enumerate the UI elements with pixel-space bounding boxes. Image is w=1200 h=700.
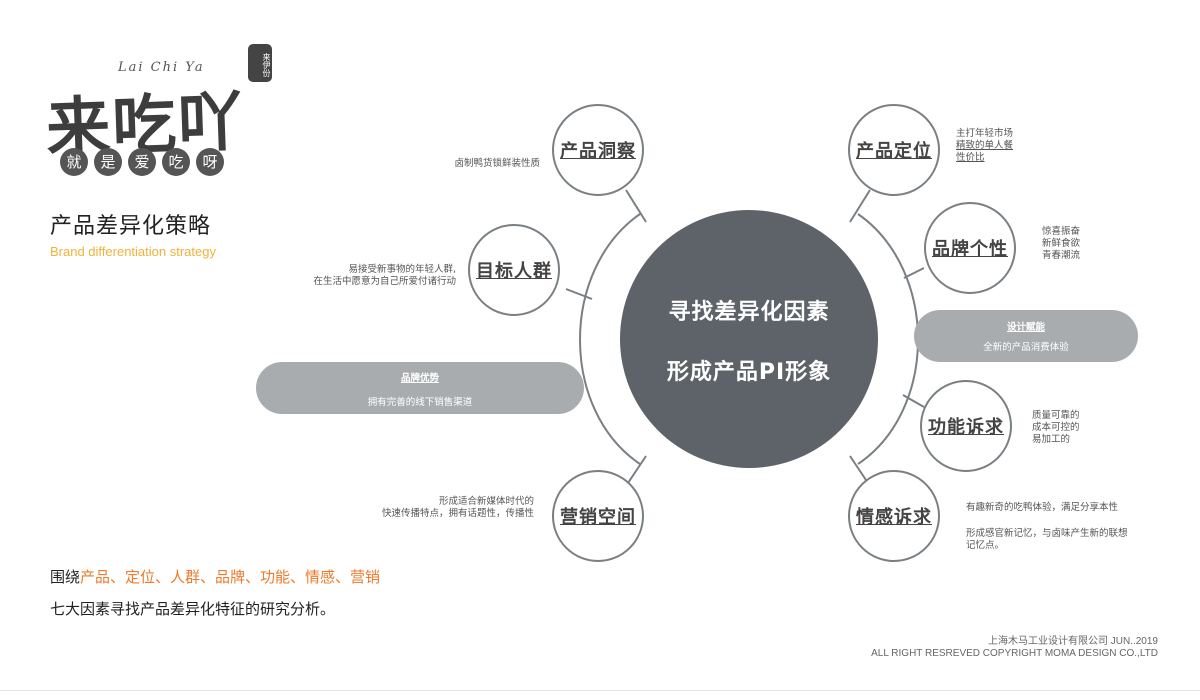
note-line: 易接受新事物的年轻人群, (348, 264, 456, 275)
slogan-char: 吃 (162, 148, 190, 176)
pill-title: 品牌优势 (400, 373, 439, 384)
copyright-company: 上海木马工业设计有限公司 JUN..2019 (987, 636, 1158, 647)
center-line-2: 形成产品PI形象 (666, 360, 832, 385)
node-label: 产品定位 (856, 141, 932, 162)
note-line: 形成适合新媒体时代的 (438, 496, 534, 507)
logo-seal: 来伊份 (248, 44, 272, 82)
note-positioning: 主打年轻市场 精致的单人餐 性价比 (956, 128, 1013, 164)
summary-prefix: 围绕 (50, 568, 81, 586)
node-label: 功能诉求 (928, 417, 1004, 438)
note-line: 记忆点。 (966, 540, 1005, 551)
node-function-appeal: 功能诉求 (920, 380, 1012, 472)
connector-function (902, 394, 925, 408)
note-line: 青春潮流 (1042, 250, 1081, 261)
note-line: 成本可控的 (1032, 422, 1080, 433)
bracket-left (579, 213, 641, 465)
node-marketing-space: 营销空间 (552, 470, 644, 562)
note-line: 精致的单人餐 (956, 140, 1014, 151)
center-circle: 寻找差异化因素 形成产品PI形象 (620, 210, 878, 468)
connector-marketing (625, 455, 647, 487)
center-line-1: 寻找差异化因素 (668, 300, 830, 325)
pill-desc: 全新的产品消费体验 (983, 342, 1069, 353)
copyright-rights: ALL RIGHT RESREVED COPYRIGHT MOMA DESIGN… (871, 648, 1158, 659)
node-label: 情感诉求 (856, 507, 932, 528)
node-emotion-appeal: 情感诉求 (848, 470, 940, 562)
note-line: 形成感官新记忆，与卤味产生新的联想 (966, 528, 1128, 539)
note-insight: 卤制鸭货锁鲜装性质 (454, 158, 540, 169)
note-line: 主打年轻市场 (956, 128, 1014, 139)
note-function: 质量可靠的 成本可控的 易加工的 (1032, 410, 1080, 446)
node-brand-personality: 品牌个性 (924, 202, 1016, 294)
note-line: 新鲜食欲 (1042, 238, 1081, 249)
summary-line-2: 七大因素寻找产品差异化特征的研究分析。 (50, 600, 336, 618)
summary-line-1: 围绕产品、定位、人群、品牌、功能、情感、营销 (50, 566, 380, 587)
note-spacer (966, 514, 1128, 528)
pill-brand-advantage: 品牌优势 拥有完善的线下销售渠道 (256, 362, 584, 414)
note-line: 易加工的 (1032, 434, 1071, 445)
note-emotion: 有趣新奇的吃鸭体验，满足分享本性 形成感官新记忆，与卤味产生新的联想 记忆点。 (966, 502, 1128, 552)
logo-slogan: 就 是 爱 吃 呀 (60, 148, 224, 176)
footer-divider (0, 690, 1200, 691)
node-product-insight: 产品洞察 (552, 104, 644, 196)
logo-pinyin: Lai Chi Ya (118, 60, 205, 75)
note-personality: 惊喜振奋 新鲜食欲 青春潮流 (1042, 226, 1080, 262)
connector-audience (565, 288, 593, 300)
note-line: 在生活中愿意为自己所爱付诸行动 (313, 276, 456, 287)
node-target-audience: 目标人群 (468, 224, 560, 316)
note-line: 有趣新奇的吃鸭体验，满足分享本性 (966, 502, 1119, 513)
node-product-positioning: 产品定位 (848, 104, 940, 196)
note-line: 性价比 (956, 152, 985, 163)
node-label: 营销空间 (560, 507, 636, 528)
note-marketing: 形成适合新媒体时代的 快速传播特点，拥有话题性，传播性 (382, 496, 534, 520)
slogan-char: 呀 (196, 148, 224, 176)
pill-design-empower: 设计赋能 全新的产品消费体验 (914, 310, 1138, 362)
pill-desc: 拥有完善的线下销售渠道 (367, 397, 473, 408)
slogan-char: 就 (60, 148, 88, 176)
slogan-char: 爱 (128, 148, 156, 176)
note-audience: 易接受新事物的年轻人群, 在生活中愿意为自己所爱付诸行动 (313, 264, 456, 288)
summary-factors: 产品、定位、人群、品牌、功能、情感、营销 (80, 568, 381, 586)
brand-logo: Lai Chi Ya 来伊份 来吃吖 就 是 爱 吃 呀 .sl{display… (40, 38, 290, 188)
connector-personality (903, 267, 925, 279)
slogan-char: 是 (94, 148, 122, 176)
connector-insight (625, 189, 647, 223)
page-subtitle: Brand differentiation strategy (50, 244, 216, 259)
note-line: 惊喜振奋 (1042, 226, 1081, 237)
pill-title: 设计赋能 (1006, 322, 1045, 333)
page-title: 产品差异化策略 (50, 214, 212, 239)
node-label: 产品洞察 (560, 141, 636, 162)
node-label: 品牌个性 (932, 239, 1008, 260)
connector-positioning (849, 189, 871, 223)
logo-seal-text: 来伊份 (262, 52, 271, 77)
node-label: 目标人群 (476, 261, 552, 282)
note-line: 快速传播特点，拥有话题性，传播性 (381, 508, 534, 519)
note-line: 质量可靠的 (1032, 410, 1080, 421)
